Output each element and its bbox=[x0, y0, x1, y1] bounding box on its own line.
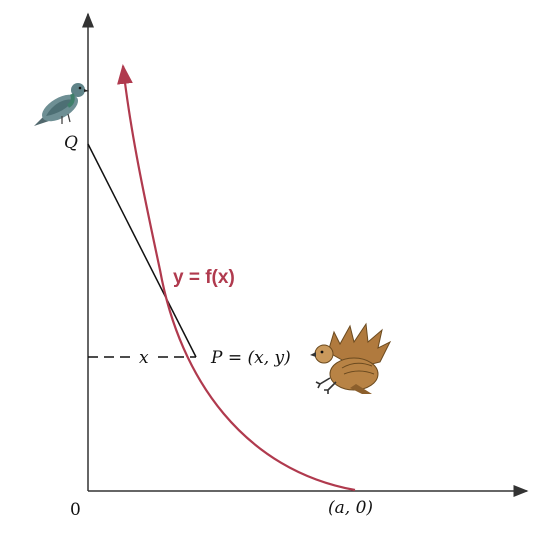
pigeon-icon bbox=[34, 83, 89, 126]
point-p-label: P = (x, y) bbox=[210, 348, 291, 368]
point-a-label: (a, 0) bbox=[328, 498, 373, 518]
x-distance-label: x bbox=[139, 348, 149, 368]
point-q-label: Q bbox=[64, 133, 78, 153]
curve-label: y = f(x) bbox=[173, 267, 235, 288]
tangent-line bbox=[87, 143, 197, 358]
pursuit-curve bbox=[117, 64, 356, 492]
origin-label: 0 bbox=[70, 500, 81, 520]
hawk-icon bbox=[310, 322, 392, 394]
